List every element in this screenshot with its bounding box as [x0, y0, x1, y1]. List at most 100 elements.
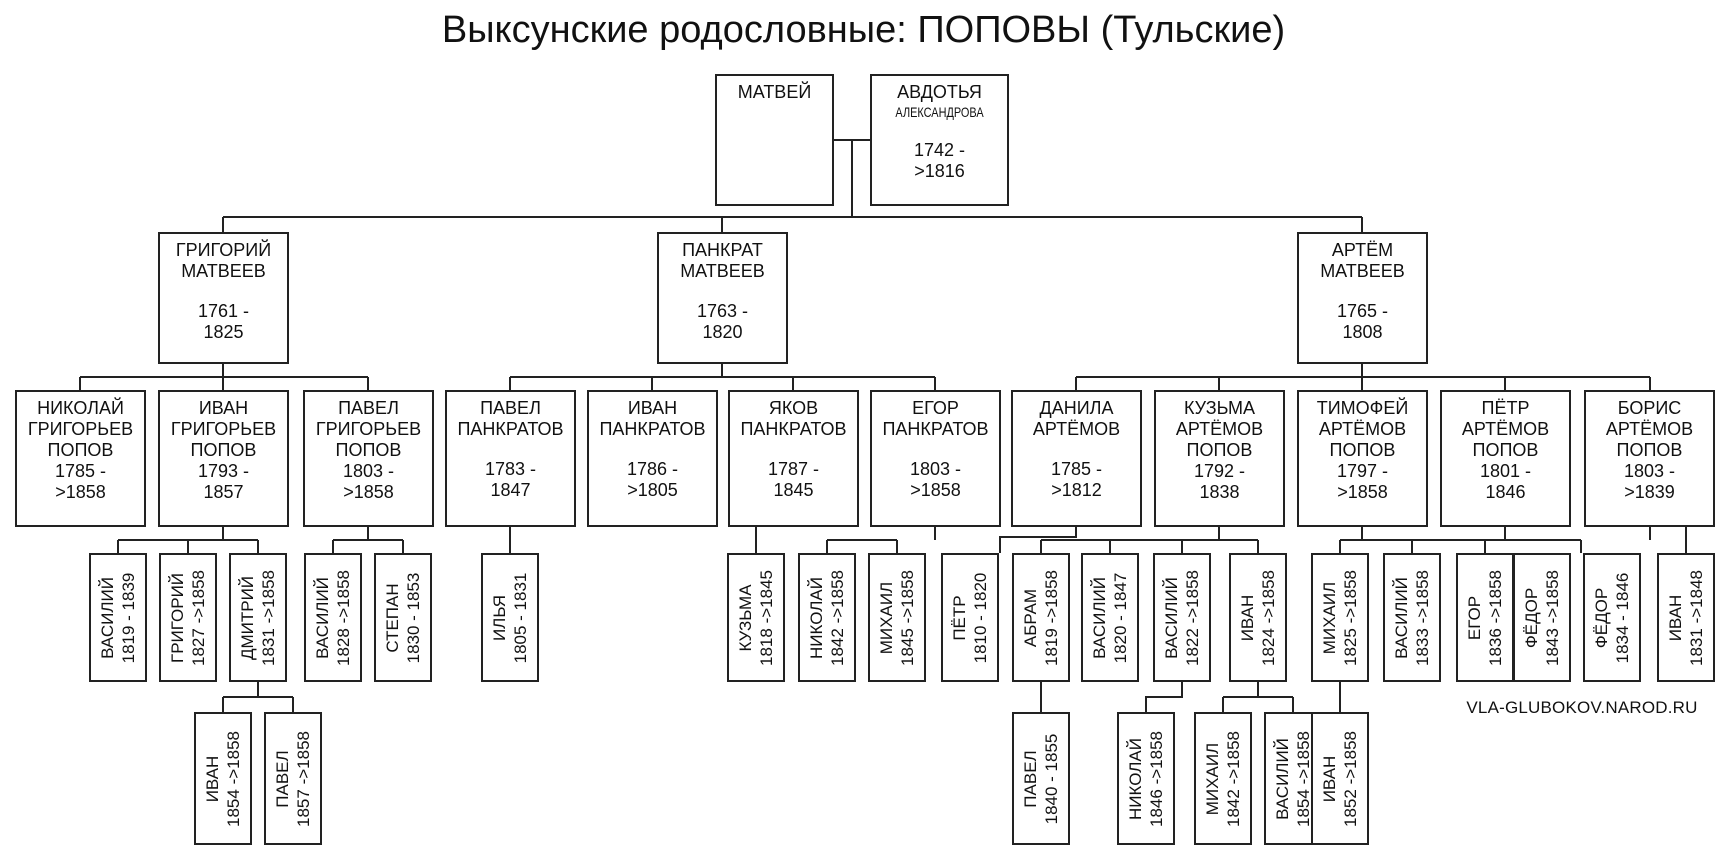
person-name: ВАСИЛИЙ	[1392, 576, 1411, 659]
person-years-end: >1858	[1337, 482, 1388, 502]
person-surname: ПОПОВ	[1616, 440, 1683, 460]
person-years: 1831 ->1848	[1687, 569, 1706, 666]
person-patronymic: МАТВЕЕВ	[1320, 261, 1405, 281]
person-name: ДАНИЛА	[1039, 398, 1114, 418]
person-years: 1852 ->1858	[1341, 730, 1360, 827]
person-patronymic: ПАНКРАТОВ	[457, 419, 564, 439]
person-years-end: 1820	[702, 322, 743, 342]
person-years-start: 1792 -	[1193, 461, 1246, 481]
person-years-end: 1857	[203, 482, 244, 502]
vertical-label: ПАВЕЛ 1857 ->1858	[272, 731, 314, 827]
vertical-label: ДМИТРИЙ 1831 ->1858	[237, 570, 279, 666]
person-years-start: 1785 -	[1050, 459, 1103, 479]
person-box-great-grandchild: ДМИТРИЙ 1831 ->1858	[229, 553, 287, 682]
person-patronymic: ГРИГОРЬЕВ	[315, 419, 422, 439]
person-name: АВДОТЬЯ	[897, 82, 982, 102]
person-years-end: 1846	[1485, 482, 1526, 502]
person-years-start: 1783 -	[484, 459, 537, 479]
site-watermark: VLA-GLUBOKOV.NAROD.RU	[1466, 698, 1698, 717]
person-box-grandson: ИВАН ГРИГОРЬЕВ ПОПОВ 1793 - 1857	[158, 390, 289, 527]
person-box-great-grandchild: ВАСИЛИЙ 1828 ->1858	[304, 553, 362, 682]
person-name: ЕГОР	[912, 398, 959, 418]
person-box-grandson: ТИМОФЕЙ АРТЁМОВ ПОПОВ 1797 - >1858	[1297, 390, 1428, 527]
person-name: ПАВЕЛ	[338, 398, 399, 418]
person-name: НИКОЛАЙ	[1126, 737, 1145, 820]
person-years-end: >1816	[914, 161, 965, 181]
vertical-label: МИХАИЛ 1842 ->1858	[1202, 731, 1244, 827]
person-years: 1825 ->1858	[1341, 569, 1360, 666]
person-box-son: АРТЁМ МАТВЕЕВ 1765 - 1808	[1297, 232, 1428, 364]
person-box-great-grandchild: ГРИГОРИЙ 1827 ->1858	[159, 553, 217, 682]
person-years-start: 1803 -	[342, 461, 395, 481]
person-patronymic: ГРИГОРЬЕВ	[170, 419, 277, 439]
person-patronymic: МАТВЕЕВ	[680, 261, 765, 281]
person-years: 1857 ->1858	[294, 730, 313, 827]
vertical-label: ВАСИЛИЙ 1820 - 1847	[1089, 572, 1131, 663]
person-name: ВАСИЛИЙ	[98, 576, 117, 659]
person-box-great-grandchild: ИЛЬЯ 1805 - 1831	[481, 553, 539, 682]
person-box-great-grandchild: МИХАИЛ 1845 ->1858	[868, 553, 926, 682]
vertical-label: КУЗЬМА 1818 ->1845	[735, 570, 777, 666]
person-box-grandson: КУЗЬМА АРТЁМОВ ПОПОВ 1792 - 1838	[1154, 390, 1285, 527]
person-name: ИВАН	[198, 398, 249, 418]
person-name: ВАСИЛИЙ	[313, 576, 332, 659]
person-name: ФЁДОР	[1592, 587, 1611, 648]
person-box-grandson: ПАВЕЛ ПАНКРАТОВ 1783 - 1847	[445, 390, 576, 527]
person-box-great-grandchild: КУЗЬМА 1818 ->1845	[727, 553, 785, 682]
person-name: МАТВЕЙ	[737, 82, 812, 102]
vertical-label: ВАСИЛИЙ 1819 - 1839	[97, 572, 139, 663]
person-years-start: 1765 -	[1336, 301, 1389, 321]
person-years: 1845 ->1858	[898, 569, 917, 666]
person-name: МИХАИЛ	[1203, 742, 1222, 815]
person-years-start: 1803 -	[909, 459, 962, 479]
person-patronymic: АРТЁМОВ	[1032, 419, 1121, 439]
person-box-great-grandchild: ИВАН 1831 ->1848	[1657, 553, 1715, 682]
person-years-start: 1786 -	[626, 459, 679, 479]
person-box-root-husband: МАТВЕЙ	[715, 74, 834, 206]
person-years: 1818 ->1845	[757, 569, 776, 666]
person-years-end: >1858	[343, 482, 394, 502]
vertical-label: ПАВЕЛ 1840 - 1855	[1020, 733, 1062, 824]
person-surname: ПОПОВ	[1186, 440, 1253, 460]
person-box-great-great-grandchild: ПАВЕЛ 1840 - 1855	[1012, 712, 1070, 845]
person-name: ЕГОР	[1465, 595, 1484, 640]
person-name: ВАСИЛИЙ	[1273, 737, 1292, 820]
vertical-label: НИКОЛАЙ 1842 ->1858	[806, 570, 848, 666]
person-years-start: 1742 -	[913, 140, 966, 160]
person-years: 1830 - 1853	[404, 572, 423, 663]
vertical-label: ПЁТР 1810 - 1820	[949, 572, 991, 663]
person-years: 1831 ->1858	[259, 569, 278, 666]
person-name: НИКОЛАЙ	[37, 398, 124, 418]
person-name: ПАВЕЛ	[480, 398, 541, 418]
person-box-root-wife: АВДОТЬЯ АЛЕКСАНДРОВА 1742 - >1816	[870, 74, 1009, 206]
person-years-end: >1839	[1624, 482, 1675, 502]
person-years: 1846 ->1858	[1147, 730, 1166, 827]
vertical-label: ВАСИЛИЙ 1822 ->1858	[1161, 570, 1203, 666]
person-name: СТЕПАН	[383, 582, 402, 653]
vertical-label: СТЕПАН 1830 - 1853	[382, 572, 424, 663]
person-name: ВАСИЛИЙ	[1090, 576, 1109, 659]
person-box-great-grandchild: ЕГОР 1836 ->1858	[1456, 553, 1514, 682]
vertical-label: МИХАИЛ 1825 ->1858	[1319, 570, 1361, 666]
person-patronymic: МАТВЕЕВ	[181, 261, 266, 281]
person-box-great-great-grandchild: НИКОЛАЙ 1846 ->1858	[1117, 712, 1175, 845]
person-patronymic: ПАНКРАТОВ	[882, 419, 989, 439]
person-box-grandson: БОРИС АРТЁМОВ ПОПОВ 1803 - >1839	[1584, 390, 1715, 527]
person-name: ИВАН	[1320, 755, 1339, 802]
person-name: ГРИГОРИЙ	[168, 572, 187, 663]
vertical-label: ГРИГОРИЙ 1827 ->1858	[167, 570, 209, 666]
person-patronymic: АРТЁМОВ	[1175, 419, 1264, 439]
vertical-label: АБРАМ 1819 ->1858	[1020, 570, 1062, 666]
person-name: ПЁТР	[950, 594, 969, 641]
person-years: 1822 ->1858	[1183, 569, 1202, 666]
person-years-end: 1808	[1342, 322, 1383, 342]
person-name: ПЁТР	[1481, 398, 1530, 418]
person-name: ВАСИЛИЙ	[1162, 576, 1181, 659]
person-box-great-grandchild: ФЁДОР 1834 - 1846	[1583, 553, 1641, 682]
person-box-great-grandchild: ВАСИЛИЙ 1822 ->1858	[1153, 553, 1211, 682]
person-patronymic: АРТЁМОВ	[1461, 419, 1550, 439]
person-surname: ПОПОВ	[1472, 440, 1539, 460]
vertical-label: ВАСИЛИЙ 1828 ->1858	[312, 570, 354, 666]
person-box-great-great-grandchild: МИХАИЛ 1842 ->1858	[1194, 712, 1252, 845]
person-box-grandson: ИВАН ПАНКРАТОВ 1786 - >1805	[587, 390, 718, 527]
